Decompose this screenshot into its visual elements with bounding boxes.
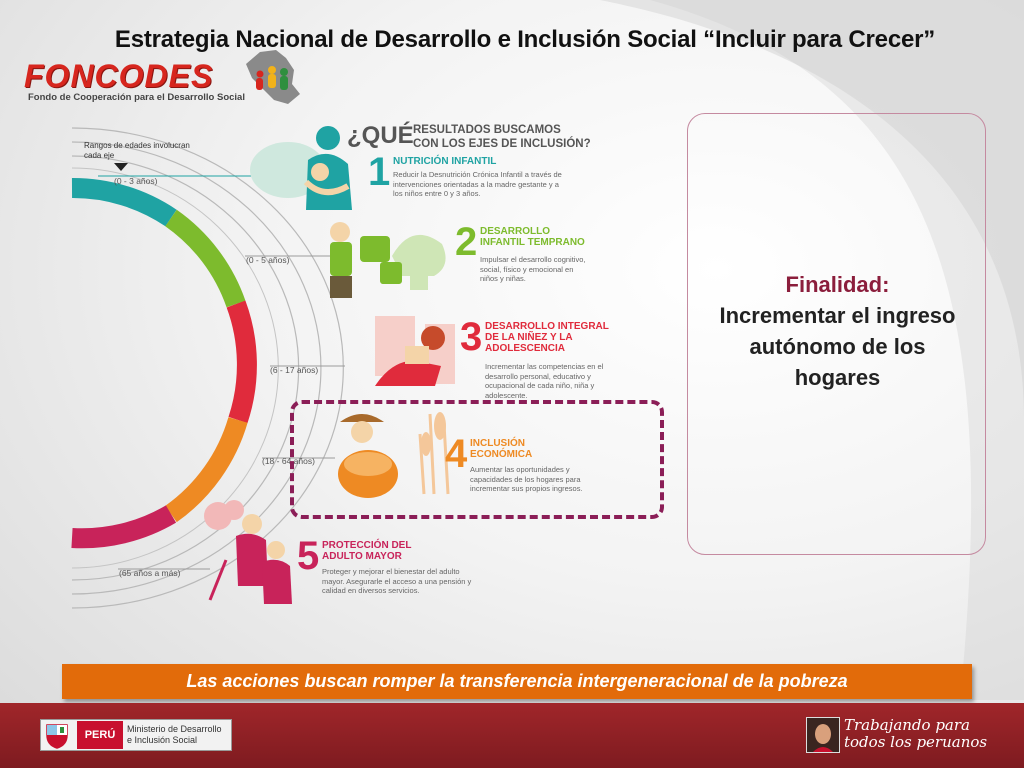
finality-line: Incrementar el ingreso <box>719 303 956 328</box>
economic-inclusion-highlight <box>290 400 664 519</box>
elderly-couple-icon <box>204 500 292 604</box>
age-rings <box>71 127 345 609</box>
background-swoosh <box>600 0 1024 700</box>
finality-line: autónomo de los <box>749 334 926 359</box>
axis-number: 4 <box>445 432 468 476</box>
axis-title: INCLUSIÓN ECONÓMICA <box>470 438 533 460</box>
age-range-label: (0 - 5 años) <box>246 255 290 265</box>
axis-description: Impulsar el desarrollo cognitivo, social… <box>480 255 586 283</box>
axis-title: PROTECCIÓN DEL ADULTO MAYOR <box>322 540 412 562</box>
finality-line: hogares <box>794 365 881 390</box>
reading-girl-icon <box>375 316 455 386</box>
header-rest: RESULTADOS BUSCAMOS CON LOS EJES DE INCL… <box>413 124 591 150</box>
age-range-label: (65 años a más) <box>119 568 181 578</box>
ministry-name: Ministerio de Desarrollo e Inclusión Soc… <box>127 724 222 745</box>
farmer-basket-icon <box>338 412 450 498</box>
age-range-label: (6 - 17 años) <box>270 365 319 375</box>
axis-number: 3 <box>460 315 483 359</box>
axis-title: NUTRICIÓN INFANTIL <box>393 156 497 167</box>
axis-description: Aumentar las oportunidades y capacidades… <box>470 465 583 493</box>
bottom-banner: Las acciones buscan romper la transferen… <box>62 664 972 699</box>
axis-title: DESARROLLO INTEGRAL DE LA NIÑEZ Y LA ADO… <box>485 321 609 354</box>
footer-bar: PERÚ Ministerio de Desarrollo e Inclusió… <box>0 703 1024 768</box>
foncodes-logo: FONCODES Fondo de Cooperación para el De… <box>24 50 300 108</box>
age-range-caption: Rangos de edades involucran cada eje <box>84 141 190 160</box>
mother-baby-icon <box>250 126 352 210</box>
inclusion-axes-infographic: Rangos de edades involucran cada eje (0 … <box>0 108 680 613</box>
slogan-text: Trabajando para todos los peruanos <box>844 716 988 751</box>
child-blocks-icon <box>330 222 446 298</box>
axis-number: 1 <box>368 150 391 194</box>
logo-subtitle: Fondo de Cooperación para el Desarrollo … <box>28 92 245 103</box>
finality-text: Finalidad: Incrementar el ingreso autóno… <box>688 269 987 393</box>
axis-number: 2 <box>455 220 478 264</box>
age-range-label: (18 - 64 años) <box>262 456 315 466</box>
axis-number: 5 <box>297 534 320 578</box>
axis-description: Proteger y mejorar el bienestar del adul… <box>322 567 472 595</box>
peru-tag: PERÚ <box>77 721 123 749</box>
axis-description: Reducir la Desnutrición Crónica Infantil… <box>393 170 562 198</box>
axis-title: DESARROLLO INFANTIL TEMPRANO <box>480 226 585 248</box>
ministry-logo: PERÚ Ministerio de Desarrollo e Inclusió… <box>40 719 232 751</box>
slogan-photo <box>806 717 840 753</box>
slogan: Trabajando para todos los peruanos <box>806 715 1006 759</box>
infographic-header: ¿QUÉ RESULTADOS BUSCAMOS CON LOS EJES DE… <box>347 122 591 150</box>
finality-box: Finalidad: Incrementar el ingreso autóno… <box>687 113 986 555</box>
peru-coat-of-arms-icon <box>46 724 68 749</box>
finality-heading: Finalidad: <box>785 272 890 297</box>
peru-map-icon <box>246 50 300 104</box>
axis-description: Incrementar las competencias en el desar… <box>485 362 604 400</box>
slide-title: Estrategia Nacional de Desarrollo e Incl… <box>114 26 936 53</box>
logo-wordmark: FONCODES <box>24 58 214 94</box>
age-range-label: (0 - 3 años) <box>114 176 158 186</box>
header-question: ¿QUÉ <box>347 122 414 149</box>
woman-portrait-icon <box>807 718 839 752</box>
